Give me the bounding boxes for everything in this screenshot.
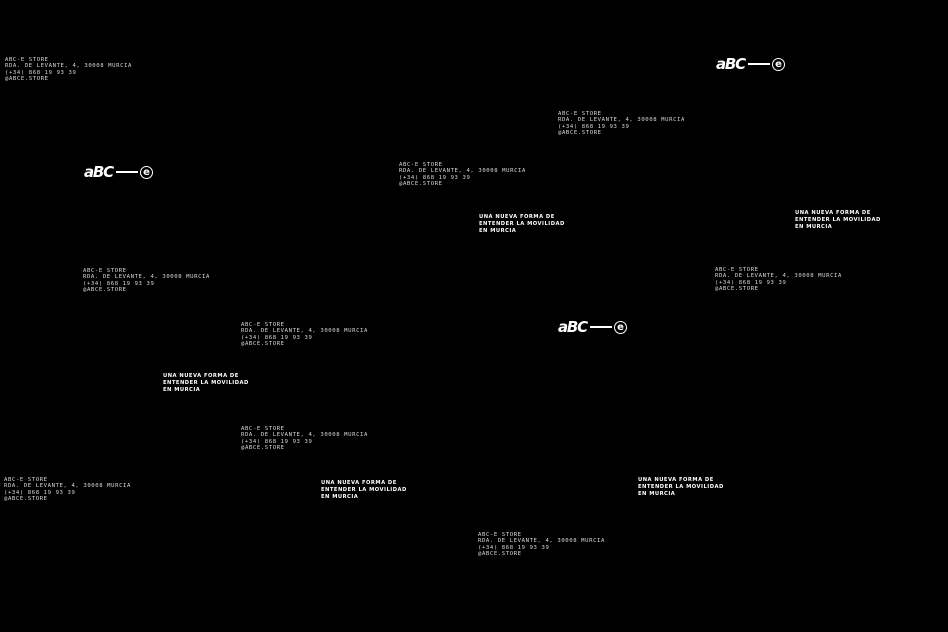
store-address: RDA. DE LEVANTE, 4, 30008 MURCIA <box>241 432 368 439</box>
logo-e-circle-icon: e <box>613 320 627 334</box>
store-phone: (+34) 868 19 93 39 <box>4 489 76 496</box>
store-name: ABC-E STORE <box>83 268 127 274</box>
tagline: UNA NUEVA FORMA DE ENTENDER LA MOVILIDAD… <box>163 373 249 393</box>
store-card: ABC-E STORE RDA. DE LEVANTE, 4, 30008 MU… <box>241 426 368 451</box>
store-phone: (+34) 868 19 93 39 <box>399 174 471 181</box>
store-handle: @ABCE.STORE <box>83 286 127 293</box>
brand-logo: aBC e <box>84 164 153 180</box>
store-card: ABC-E STORE RDA. DE LEVANTE, 4, 30008 MU… <box>558 111 685 136</box>
store-card: ABC-E STORE RDA. DE LEVANTE, 4, 30008 MU… <box>478 532 605 557</box>
store-handle: @ABCE.STORE <box>241 444 285 451</box>
store-phone: (+34) 868 19 93 39 <box>241 334 313 341</box>
logo-wordmark: aBC <box>84 163 114 181</box>
brand-logo: aBC e <box>716 56 785 72</box>
brand-logo: aBC e <box>558 319 627 335</box>
store-name: ABC-E STORE <box>399 162 443 168</box>
store-phone: (+34) 868 19 93 39 <box>478 544 550 551</box>
store-phone: (+34) 868 19 93 39 <box>5 69 77 76</box>
store-address: RDA. DE LEVANTE, 4, 30008 MURCIA <box>399 168 526 175</box>
store-address: RDA. DE LEVANTE, 4, 30008 MURCIA <box>715 273 842 280</box>
store-card: ABC-E STORE RDA. DE LEVANTE, 4, 30008 MU… <box>4 477 131 502</box>
store-card: ABC-E STORE RDA. DE LEVANTE, 4, 30008 MU… <box>5 57 132 82</box>
store-address: RDA. DE LEVANTE, 4, 30008 MURCIA <box>241 328 368 335</box>
store-address: RDA. DE LEVANTE, 4, 30008 MURCIA <box>558 117 685 124</box>
logo-dash <box>589 326 612 328</box>
store-handle: @ABCE.STORE <box>399 180 443 187</box>
store-handle: @ABCE.STORE <box>478 550 522 557</box>
tagline: UNA NUEVA FORMA DE ENTENDER LA MOVILIDAD… <box>795 210 881 230</box>
store-phone: (+34) 868 19 93 39 <box>715 279 787 286</box>
store-phone: (+34) 868 19 93 39 <box>241 438 313 445</box>
store-name: ABC-E STORE <box>241 426 285 432</box>
logo-dash <box>747 63 770 65</box>
tagline: UNA NUEVA FORMA DE ENTENDER LA MOVILIDAD… <box>638 477 724 497</box>
store-name: ABC-E STORE <box>241 322 285 328</box>
store-handle: @ABCE.STORE <box>5 75 49 82</box>
store-handle: @ABCE.STORE <box>241 340 285 347</box>
logo-e-circle-icon: e <box>139 165 153 179</box>
store-address: RDA. DE LEVANTE, 4, 30008 MURCIA <box>83 274 210 281</box>
store-handle: @ABCE.STORE <box>715 285 759 292</box>
store-name: ABC-E STORE <box>5 57 49 63</box>
store-card: ABC-E STORE RDA. DE LEVANTE, 4, 30008 MU… <box>399 162 526 187</box>
store-card: ABC-E STORE RDA. DE LEVANTE, 4, 30008 MU… <box>241 322 368 347</box>
store-name: ABC-E STORE <box>478 532 522 538</box>
store-address: RDA. DE LEVANTE, 4, 30008 MURCIA <box>5 63 132 70</box>
store-address: RDA. DE LEVANTE, 4, 30008 MURCIA <box>478 538 605 545</box>
store-handle: @ABCE.STORE <box>4 495 48 502</box>
store-phone: (+34) 868 19 93 39 <box>83 280 155 287</box>
store-card: ABC-E STORE RDA. DE LEVANTE, 4, 30008 MU… <box>715 267 842 292</box>
store-phone: (+34) 868 19 93 39 <box>558 123 630 130</box>
logo-e-circle-icon: e <box>771 57 785 71</box>
tagline: UNA NUEVA FORMA DE ENTENDER LA MOVILIDAD… <box>321 480 407 500</box>
logo-wordmark: aBC <box>558 318 588 336</box>
store-card: ABC-E STORE RDA. DE LEVANTE, 4, 30008 MU… <box>83 268 210 293</box>
store-address: RDA. DE LEVANTE, 4, 30008 MURCIA <box>4 483 131 490</box>
store-name: ABC-E STORE <box>558 111 602 117</box>
store-name: ABC-E STORE <box>715 267 759 273</box>
store-name: ABC-E STORE <box>4 477 48 483</box>
tagline: UNA NUEVA FORMA DE ENTENDER LA MOVILIDAD… <box>479 214 565 234</box>
store-handle: @ABCE.STORE <box>558 129 602 136</box>
logo-dash <box>115 171 138 173</box>
logo-wordmark: aBC <box>716 55 746 73</box>
